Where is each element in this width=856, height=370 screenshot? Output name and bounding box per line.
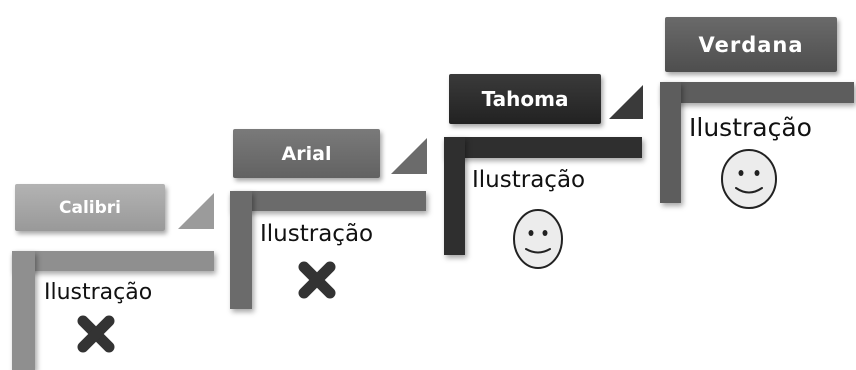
step-bracket-horizontal bbox=[660, 82, 854, 103]
step-bracket-horizontal bbox=[230, 191, 426, 211]
step-bracket-horizontal bbox=[12, 251, 214, 271]
font-label-tahoma: Tahoma bbox=[449, 74, 601, 124]
font-label-arial: Arial bbox=[233, 129, 380, 178]
illustration-text-tahoma: Ilustração bbox=[472, 167, 586, 193]
corner-triangle bbox=[609, 85, 643, 119]
smiley-face-icon bbox=[513, 209, 563, 269]
corner-triangle bbox=[391, 138, 427, 174]
font-label-calibri: Calibri bbox=[15, 184, 165, 231]
step-bracket-vertical bbox=[230, 191, 252, 309]
x-mark-icon bbox=[77, 315, 115, 353]
step-bracket-horizontal bbox=[444, 137, 642, 158]
font-label-verdana: Verdana bbox=[665, 17, 837, 72]
font-label-verdana-text: Verdana bbox=[698, 32, 804, 57]
corner-triangle bbox=[178, 193, 214, 229]
smiley-face-icon bbox=[721, 149, 777, 209]
font-label-tahoma-text: Tahoma bbox=[481, 87, 569, 111]
illustration-text-arial: Ilustração bbox=[260, 221, 374, 247]
font-label-calibri-text: Calibri bbox=[59, 197, 121, 218]
font-label-arial-text: Arial bbox=[281, 142, 332, 165]
step-bracket-vertical bbox=[444, 137, 465, 255]
illustration-text-calibri: Ilustração bbox=[44, 280, 153, 305]
x-mark-icon bbox=[298, 261, 336, 299]
step-bracket-vertical bbox=[12, 251, 35, 370]
step-bracket-vertical bbox=[660, 82, 681, 203]
illustration-text-verdana: Ilustração bbox=[689, 113, 812, 142]
